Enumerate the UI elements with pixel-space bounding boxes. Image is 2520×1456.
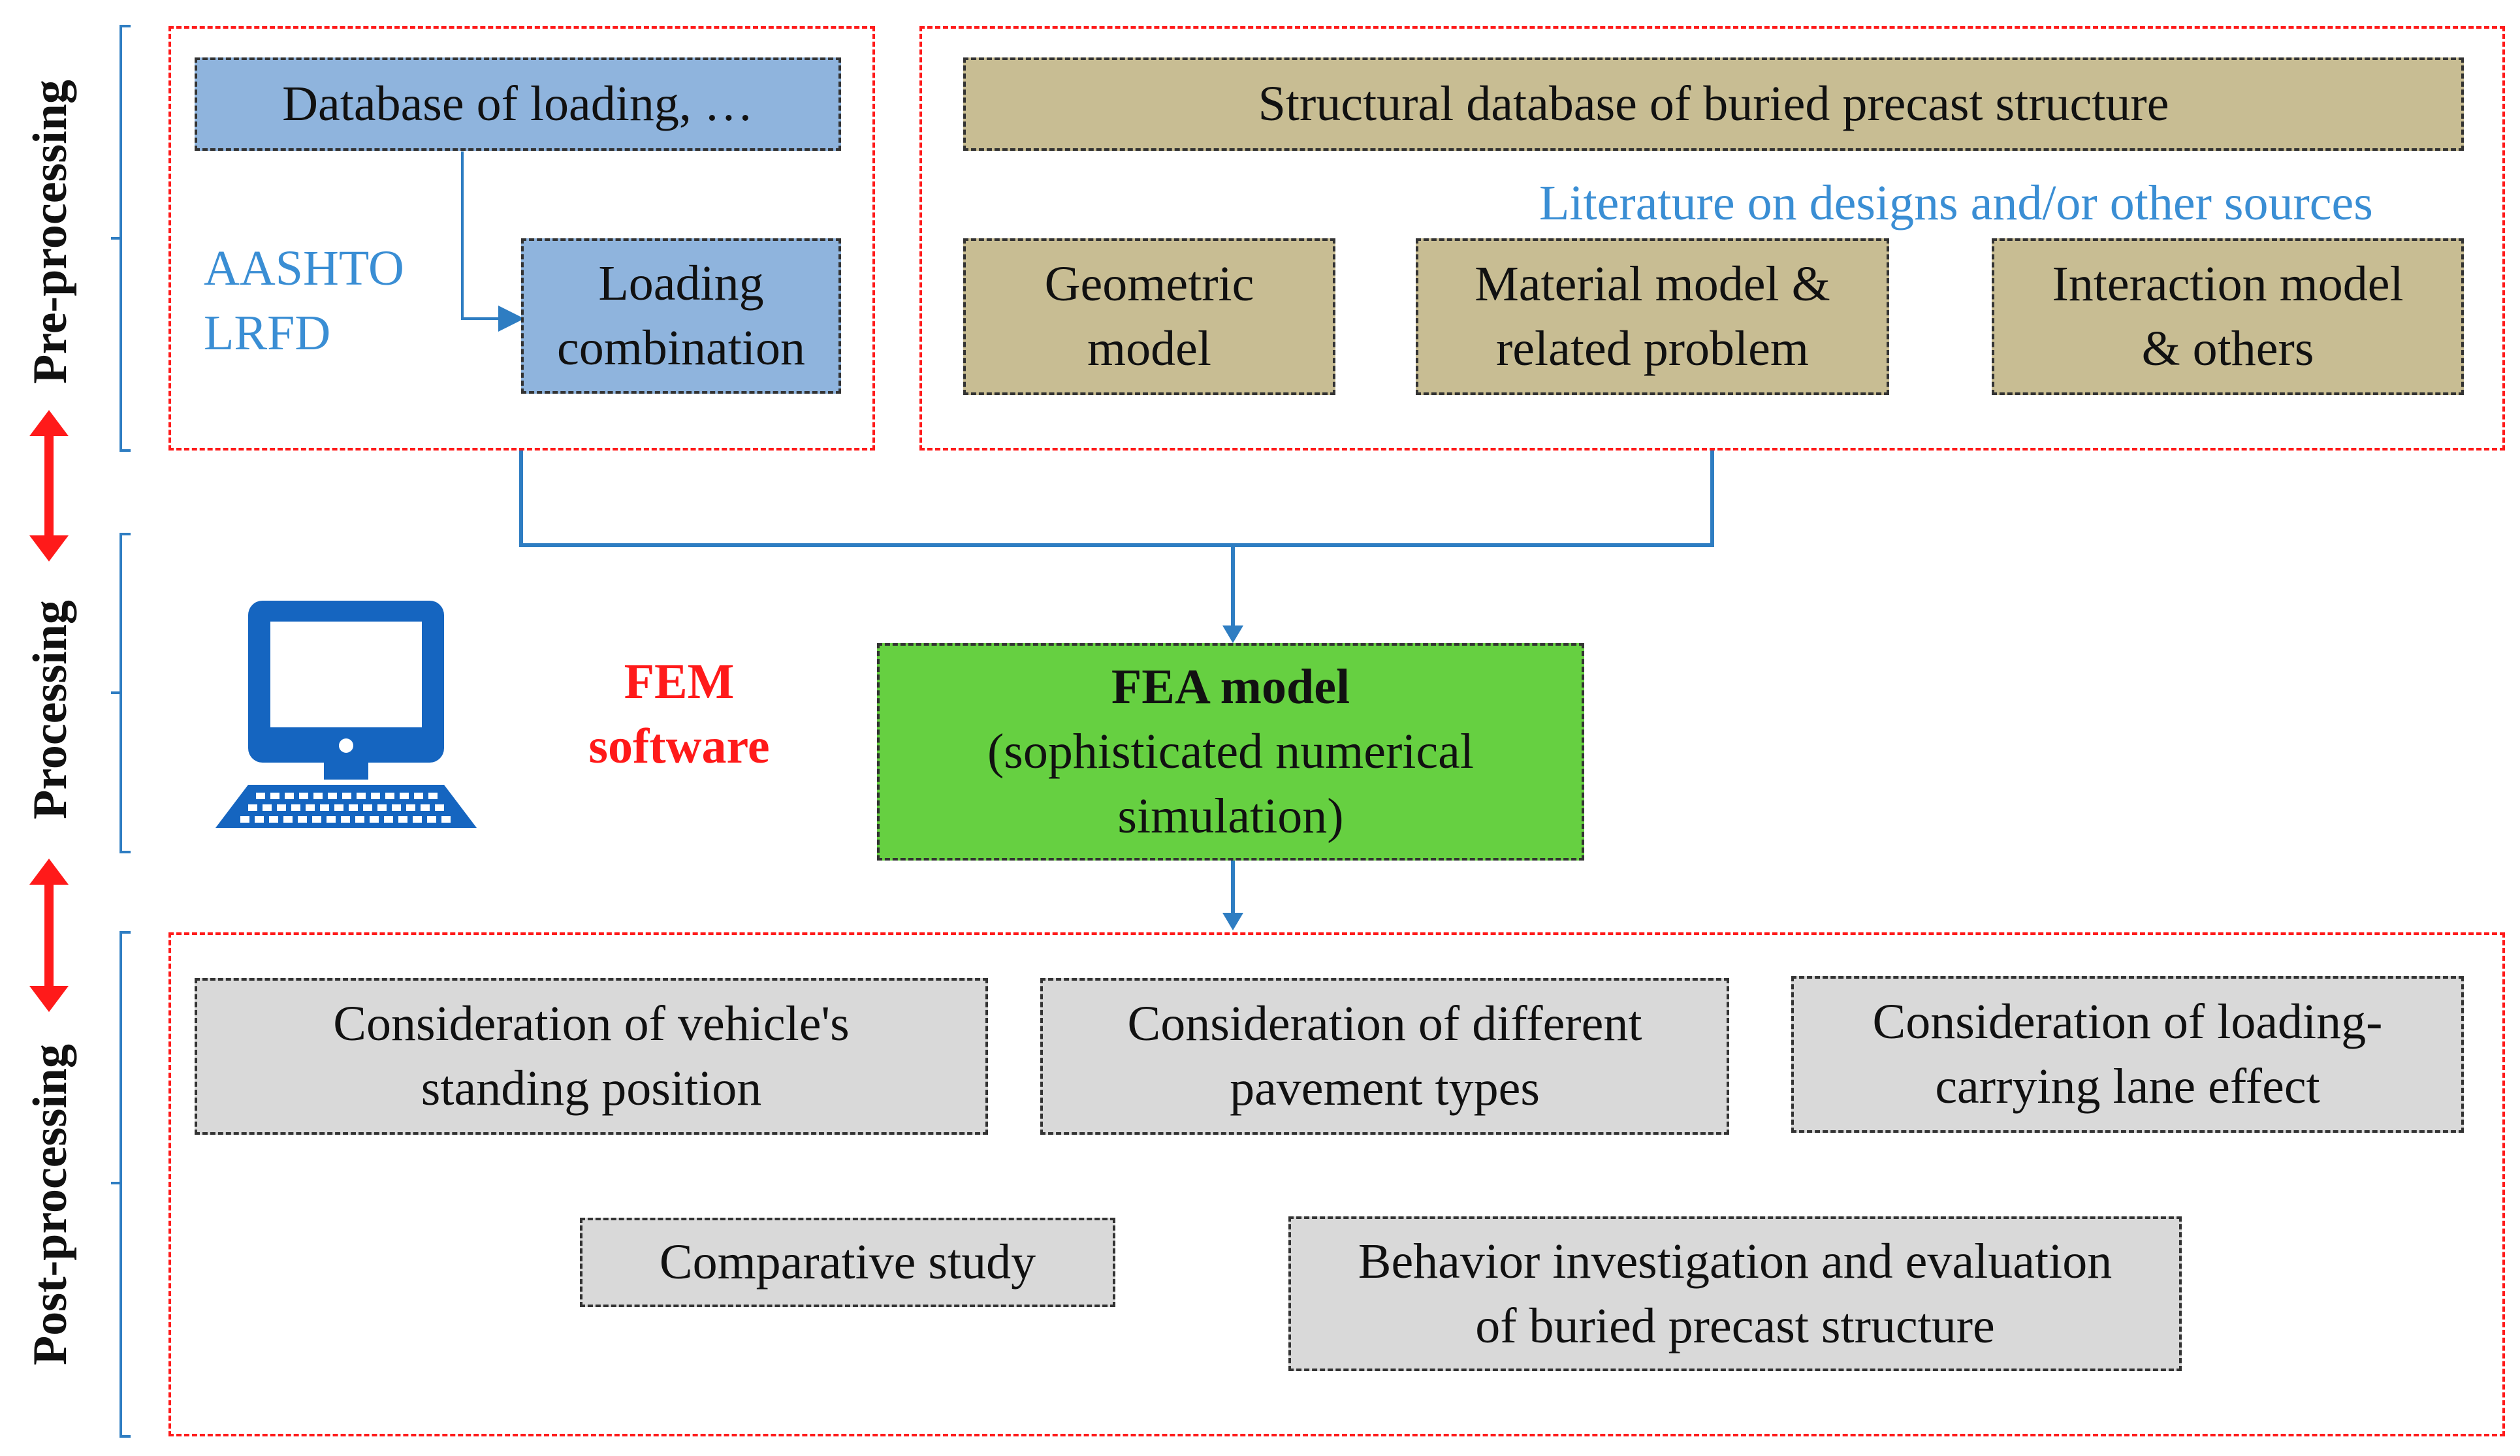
material-model-line1: Material model & [1475, 257, 1830, 312]
comparative-study-box: Comparative study [580, 1218, 1115, 1307]
fea-model-line2: (sophisticated numerical [987, 724, 1474, 780]
loading-combination-line1: Loading [598, 256, 764, 311]
geometric-model-line2: model [1087, 321, 1211, 376]
stage-label-pre-processing: Pre-processing [24, 80, 77, 384]
lane-effect-line1: Consideration of loading- [1872, 994, 2383, 1050]
pre-to-fea-arrowhead [1222, 625, 1243, 643]
pre-loading-frame [168, 26, 875, 451]
pre-to-fea-connector [519, 451, 1714, 632]
comparative-study-label: Comparative study [659, 1235, 1036, 1290]
pre-structure-frame [919, 26, 2505, 451]
desktop-computer-icon [215, 601, 477, 828]
fem-label: FEM [624, 654, 735, 709]
pavement-types-line2: pavement types [1230, 1061, 1540, 1116]
pre-bracket [111, 25, 131, 452]
interaction-model-line1: Interaction model [2052, 257, 2404, 312]
post-processing-frame [168, 932, 2505, 1436]
fea-to-post-arrowhead [1222, 913, 1243, 930]
behavior-evaluation-line2: of buried precast structure [1475, 1298, 1995, 1353]
interaction-model-line2: & others [2141, 321, 2314, 376]
behavior-evaluation-box: Behavior investigation and evaluation of… [1288, 1216, 2182, 1371]
material-model-box: Material model & related problem [1416, 238, 1889, 395]
aashto-lrfd-label: AASHTO LRFD [204, 236, 404, 366]
interaction-model-box: Interaction model & others [1992, 238, 2464, 395]
loading-database-label: Database of loading, … [282, 76, 754, 132]
literature-label: Literature on designs and/or other sourc… [1539, 176, 2373, 230]
pavement-types-box: Consideration of different pavement type… [1040, 978, 1729, 1135]
stage-label-processing: Processing [24, 600, 77, 819]
material-model-line2: related problem [1495, 321, 1809, 376]
structural-database-label: Structural database of buried precast st… [1258, 76, 2169, 132]
structural-database-box: Structural database of buried precast st… [963, 57, 2464, 151]
stage-brackets [111, 25, 131, 1438]
stage-label-post-processing: Post-processing [24, 1044, 77, 1365]
loading-database-box: Database of loading, … [195, 57, 841, 151]
vehicle-position-box: Consideration of vehicle's standing posi… [195, 978, 988, 1135]
geometric-model-box: Geometric model [963, 238, 1335, 395]
geometric-model-line1: Geometric [1044, 257, 1254, 312]
fea-model-title: FEA model [1111, 659, 1350, 715]
loading-combination-box: Loading combination [521, 238, 841, 394]
aashto-label: AASHTO [204, 241, 404, 296]
lane-effect-line2: carrying lane effect [1935, 1059, 2320, 1114]
loading-db-to-combination-arrow [461, 151, 524, 332]
vehicle-position-line1: Consideration of vehicle's [333, 996, 850, 1052]
vehicle-position-line2: standing position [421, 1061, 762, 1116]
post-bracket [111, 931, 131, 1438]
software-label: software [588, 718, 770, 774]
lrfd-label: LRFD [204, 305, 331, 360]
behavior-evaluation-line1: Behavior investigation and evaluation [1358, 1233, 2113, 1289]
pavement-types-line1: Consideration of different [1127, 996, 1642, 1052]
fem-software-label: FEM software [562, 650, 797, 779]
lane-effect-box: Consideration of loading- carrying lane … [1791, 976, 2464, 1133]
fea-model-line3: simulation) [1117, 788, 1344, 844]
red-double-arrow-icon [29, 859, 69, 1012]
processing-bracket [111, 533, 131, 853]
red-double-arrow-icon [29, 410, 69, 562]
fea-model-box: FEA model (sophisticated numerical simul… [877, 643, 1584, 861]
loading-combination-line2: combination [557, 321, 805, 375]
